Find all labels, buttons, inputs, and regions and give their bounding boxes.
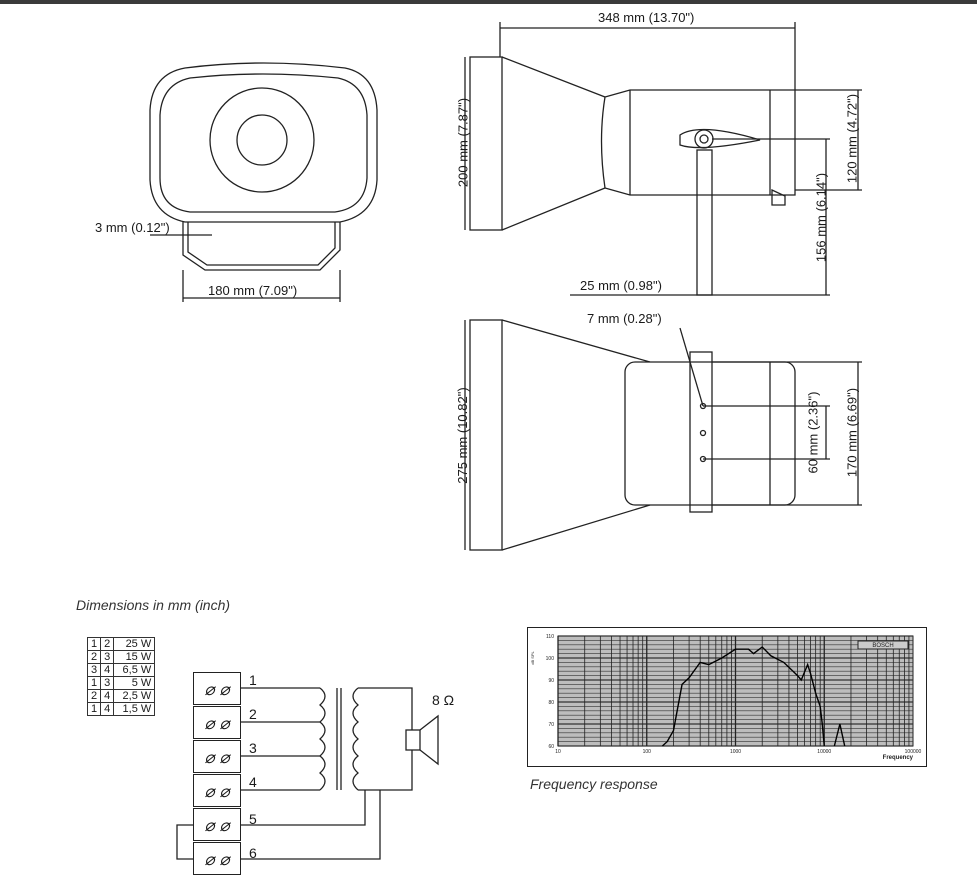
dim-front-width: 180 mm (7.09") — [208, 283, 298, 298]
x-tick-label: 100 — [643, 749, 652, 755]
tap-cell-power: 1,5 W — [113, 702, 156, 716]
bottom-view — [464, 319, 862, 551]
side-view — [464, 22, 862, 296]
tap-cell-b: 3 — [100, 650, 115, 664]
tap-cell-b: 4 — [100, 689, 115, 703]
terminal: ⌀ ⌀ — [193, 774, 241, 807]
dim-body-height: 120 mm (4.72") — [844, 93, 860, 184]
tap-cell-power: 25 W — [113, 637, 156, 651]
dim-front-gap: 3 mm (0.12") — [95, 220, 170, 235]
y-tick-label: 90 — [548, 678, 554, 684]
tap-cell-a: 2 — [86, 650, 102, 664]
wiring-diagram — [176, 687, 439, 860]
tap-cell-power: 2,5 W — [113, 689, 156, 703]
terminal-label: 6 — [249, 845, 257, 861]
tap-cell-b: 2 — [100, 637, 115, 651]
series-line-response-hf — [833, 723, 846, 747]
terminal-label: 4 — [249, 774, 257, 790]
series-line-response — [661, 646, 825, 747]
x-axis-label: Frequency — [883, 755, 914, 761]
caption-frequency: Frequency response — [530, 776, 658, 792]
dim-hole-diameter: 7 mm (0.28") — [587, 311, 662, 326]
top-bar — [0, 0, 977, 4]
tap-cell-a: 1 — [86, 702, 102, 716]
terminal: ⌀ ⌀ — [193, 740, 241, 773]
y-tick-label: 80 — [548, 700, 554, 706]
terminal-label: 3 — [249, 740, 257, 756]
brand-label: BOSCH — [872, 643, 893, 649]
brand-box — [857, 640, 909, 650]
dim-hole-spacing: 60 mm (2.36") — [805, 391, 821, 474]
y-tick-label: 110 — [546, 634, 554, 640]
dim-bottom-width: 275 mm (10.82") — [455, 387, 470, 484]
tap-cell-a: 1 — [86, 676, 102, 690]
terminal-label: 1 — [249, 672, 257, 688]
tap-cell-power: 15 W — [113, 650, 156, 664]
speaker-impedance: 8 Ω — [432, 692, 455, 708]
y-tick-label: 70 — [548, 722, 554, 728]
tap-cell-a: 2 — [86, 689, 102, 703]
x-tick-label: 100000 — [905, 749, 922, 755]
y-tick-label: 60 — [548, 744, 554, 750]
tap-cell-power: 5 W — [113, 676, 156, 690]
dim-side-length: 348 mm (13.70") — [598, 10, 695, 25]
terminal: ⌀ ⌀ — [193, 706, 241, 739]
terminal: ⌀ ⌀ — [193, 842, 241, 875]
terminal-label: 2 — [249, 706, 257, 722]
terminal-label: 5 — [249, 811, 257, 827]
y-axis-label: dB SPL — [530, 650, 535, 664]
dim-bracket-length: 170 mm (6.69") — [844, 387, 860, 478]
caption-dimensions: Dimensions in mm (inch) — [76, 597, 231, 613]
terminal: ⌀ ⌀ — [193, 808, 241, 841]
tap-cell-b: 4 — [100, 702, 115, 716]
dim-pole-diameter: 25 mm (0.98") — [580, 278, 662, 293]
x-tick-label: 1000 — [730, 749, 741, 755]
terminal: ⌀ ⌀ — [193, 672, 241, 705]
tap-cell-power: 6,5 W — [113, 663, 156, 677]
dim-side-height: 200 mm (7.87") — [455, 97, 471, 188]
x-tick-label: 10 — [555, 749, 561, 755]
tap-cell-b: 4 — [100, 663, 115, 677]
x-tick-label: 10000 — [817, 749, 831, 755]
tap-cell-a: 1 — [86, 637, 102, 651]
frequency-chart-svg: 60 70 80 90 100 110 10 100 1000 10000 100000Freque… — [530, 634, 922, 761]
front-view — [149, 62, 378, 302]
dim-pole-height: 156 mm (6.14") — [813, 172, 829, 263]
tap-cell-b: 3 — [100, 676, 115, 690]
tap-cell-a: 3 — [86, 663, 102, 677]
y-tick-label: 100 — [546, 656, 555, 662]
